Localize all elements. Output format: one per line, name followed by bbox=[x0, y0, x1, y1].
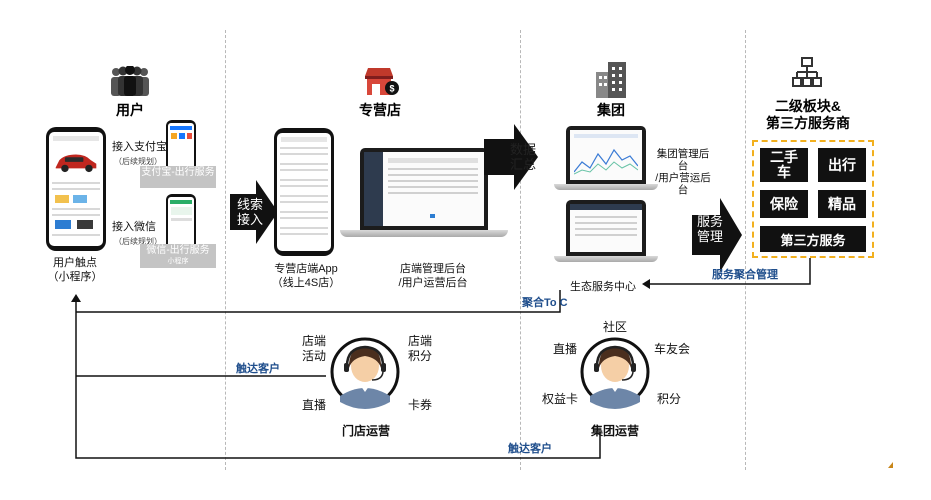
corner-mark bbox=[888, 462, 893, 468]
store-ops-coupon: 卡券 bbox=[407, 398, 432, 412]
alipay-access-label: 接入支付宝 bbox=[112, 141, 167, 153]
group-chart-preview bbox=[573, 142, 639, 178]
store-ops-live: 直播 bbox=[301, 398, 326, 412]
wechat-access-label: 接入微信 bbox=[112, 221, 156, 233]
store-ops-points: 店端 积分 bbox=[407, 334, 432, 363]
leads-arrow-label: 线索 接入 bbox=[236, 197, 263, 227]
service-aggregation-label: 服务聚合管理 bbox=[712, 269, 778, 281]
group-ops-operator-icon bbox=[580, 336, 650, 421]
service-used-car: 二手 车 bbox=[760, 148, 808, 182]
store-icon: $ bbox=[362, 66, 400, 103]
store-reach-customer-label: 触达客户 bbox=[236, 363, 280, 375]
user-mini-program-phone bbox=[46, 127, 106, 251]
service-boutique: 精品 bbox=[818, 190, 866, 218]
group-ops-benefit-card: 权益卡 bbox=[541, 392, 578, 406]
aggregate-to-c-label: 聚合To C bbox=[522, 297, 568, 309]
data-arrow bbox=[484, 124, 538, 195]
store-ops-operator-icon bbox=[330, 336, 400, 421]
wechat-phone bbox=[166, 194, 196, 250]
wechat-screen-text: 微信-出行服务 bbox=[146, 245, 210, 256]
alipay-planned-note: （后续规划） bbox=[114, 157, 162, 166]
alipay-screen-text: 支付宝-出行服务 bbox=[141, 167, 215, 178]
user-column-title: 用户 bbox=[116, 102, 144, 118]
store-column-title: 专营店 bbox=[359, 102, 401, 118]
divider-3 bbox=[745, 30, 746, 470]
store-backend-label: 店端管理后台 /用户运营后台 bbox=[398, 263, 468, 289]
service-third-party: 第三方服务 bbox=[760, 226, 866, 252]
divider-1 bbox=[225, 30, 226, 470]
store-backend-laptop bbox=[360, 148, 488, 230]
alipay-screen-banner: 支付宝-出行服务 bbox=[140, 166, 216, 188]
store-app-phone bbox=[274, 128, 334, 256]
group-building-icon bbox=[594, 60, 628, 103]
car-image bbox=[52, 146, 100, 176]
store-laptop-base bbox=[340, 230, 508, 237]
group-laptop-top-base bbox=[554, 184, 658, 190]
user-crowd-icon bbox=[108, 65, 152, 101]
divider-2 bbox=[520, 30, 521, 470]
group-ops-car-club: 车友会 bbox=[653, 342, 690, 356]
group-ops-live: 直播 bbox=[552, 342, 577, 356]
group-backend-laptop-top bbox=[566, 126, 646, 184]
wechat-screen-banner: 微信-出行服务 小程序 bbox=[140, 244, 216, 268]
service-arrow bbox=[692, 198, 742, 277]
partner-services-box bbox=[752, 140, 874, 258]
group-ops-title: 集团运营 bbox=[590, 424, 639, 438]
group-reach-customer-label: 触达客户 bbox=[508, 443, 552, 455]
leads-arrow bbox=[230, 180, 278, 249]
svg-text:$: $ bbox=[389, 84, 394, 94]
eco-service-center-label: 生态服务中心 bbox=[570, 281, 636, 293]
wechat-planned-note: （后续规划） bbox=[114, 237, 162, 246]
org-chart-icon bbox=[792, 56, 822, 95]
user-touchpoint-label: 用户触点 （小程序） bbox=[47, 257, 103, 283]
group-column-title: 集团 bbox=[597, 102, 625, 118]
group-laptop-bottom-base bbox=[554, 256, 658, 262]
service-insurance: 保险 bbox=[760, 190, 808, 218]
store-ops-activity: 店端 活动 bbox=[301, 334, 326, 363]
wechat-screen-sub: 小程序 bbox=[167, 258, 189, 265]
service-travel: 出行 bbox=[818, 148, 866, 182]
group-backend-laptop-bottom bbox=[566, 200, 646, 256]
group-ops-community: 社区 bbox=[602, 320, 627, 334]
group-backend-label: 集团管理后 台 /用户营运后 台 bbox=[655, 148, 711, 196]
store-ops-title: 门店运营 bbox=[341, 424, 390, 438]
partner-column-title: 二级板块& 第三方服务商 bbox=[766, 98, 850, 131]
group-ops-points: 积分 bbox=[656, 392, 681, 406]
data-arrow-label: 数据 汇总 bbox=[509, 142, 536, 172]
service-arrow-label: 服务 管理 bbox=[696, 214, 723, 244]
store-app-label: 专营店端App （线上4S店） bbox=[271, 263, 341, 289]
